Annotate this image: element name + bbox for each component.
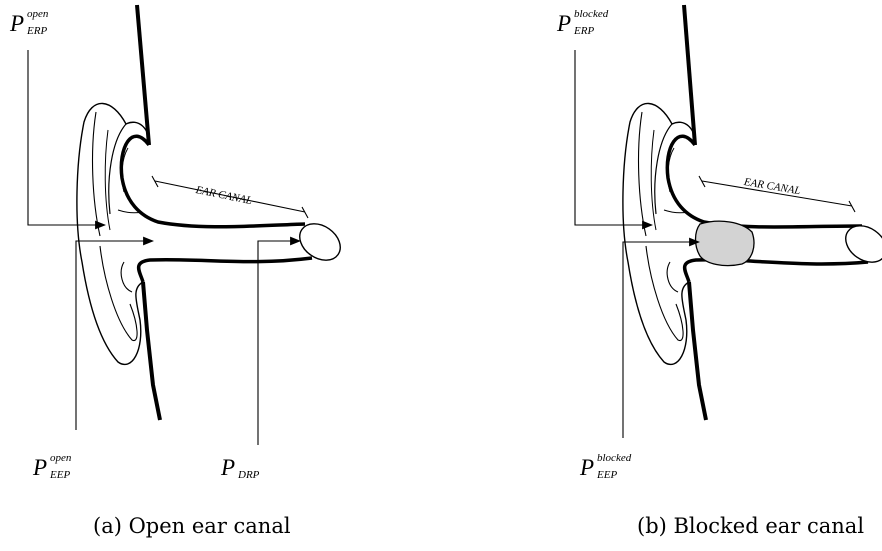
- label-base: P: [557, 11, 571, 36]
- label-p-eep-open: P open EEP: [33, 456, 47, 479]
- label-subscript: ERP: [574, 26, 594, 37]
- label-base: P: [221, 455, 235, 480]
- caption-open: (a) Open ear canal: [93, 514, 291, 538]
- canal-lower-wall: [139, 258, 312, 282]
- ear-plug: [696, 221, 754, 265]
- concha-outline: [121, 136, 305, 227]
- label-base: P: [580, 455, 594, 480]
- caption-blocked: (b) Blocked ear canal: [637, 514, 864, 538]
- label-subscript: EEP: [50, 470, 70, 481]
- pinna-fold: [100, 246, 137, 341]
- pinna-outline: [77, 103, 149, 364]
- panel-open-diagram: [28, 5, 347, 445]
- label-base: P: [10, 11, 24, 36]
- label-subscript: DRP: [238, 470, 259, 481]
- label-superscript: blocked: [574, 9, 608, 20]
- drp-leader: [258, 241, 300, 445]
- pinna-fold: [639, 112, 646, 236]
- label-subscript: ERP: [27, 26, 47, 37]
- label-base: P: [33, 455, 47, 480]
- panel-blocked-diagram: [575, 5, 882, 438]
- head-outline-lower: [689, 282, 706, 420]
- pinna-fold: [121, 262, 132, 292]
- pinna-fold: [667, 262, 678, 292]
- pinna-fold: [646, 246, 683, 341]
- label-superscript: open: [27, 9, 48, 20]
- pinna-fold: [93, 112, 100, 236]
- label-p-eep-blocked: P blocked EEP: [580, 456, 594, 479]
- head-outline-lower: [143, 282, 160, 420]
- label-subscript: EEP: [597, 470, 617, 481]
- eep-leader: [623, 242, 699, 438]
- pinna-fold: [655, 124, 672, 214]
- pinna-outline: [623, 103, 695, 364]
- label-p-erp-blocked: P blocked ERP: [557, 12, 571, 35]
- label-p-erp-open: P open ERP: [10, 12, 24, 35]
- label-superscript: blocked: [597, 453, 631, 464]
- label-p-drp: P DRP: [221, 456, 235, 479]
- pinna-fold: [109, 124, 126, 214]
- label-superscript: open: [50, 453, 71, 464]
